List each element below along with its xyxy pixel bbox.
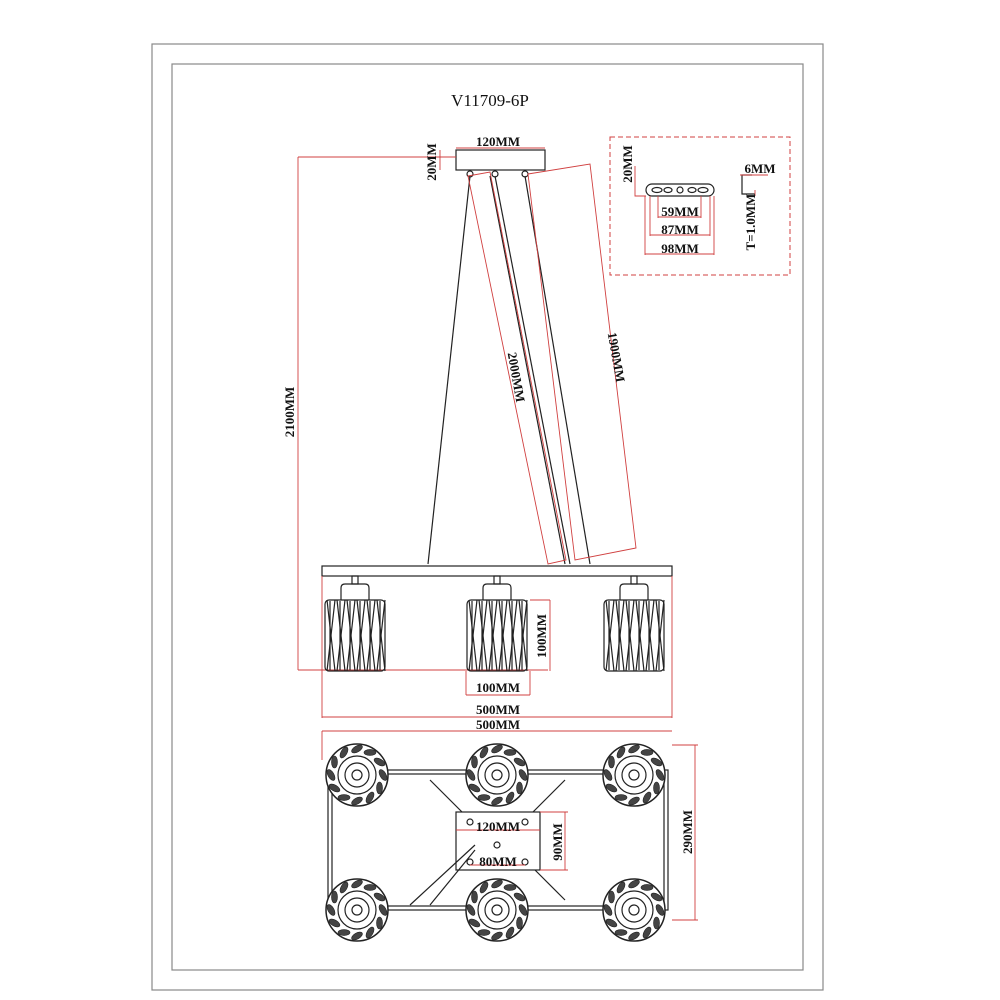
shade-plan	[465, 878, 529, 942]
cable-length-a-label: 2000MM	[505, 351, 529, 403]
mounting-bar	[321, 565, 673, 577]
shade-plan	[465, 743, 529, 807]
cable-dimension-2000	[467, 171, 567, 565]
shades-elevation	[324, 575, 665, 672]
shade-plan	[325, 878, 389, 942]
plate-height-label: 90MM	[550, 823, 565, 861]
bracket-thickness-label: T=1.0MM	[743, 194, 758, 251]
cable-length-b-label: 1900MM	[605, 331, 629, 383]
plate-width-label: 120MM	[476, 819, 520, 834]
shades-plan	[325, 743, 666, 942]
plan-dimensions	[321, 731, 698, 921]
shade-plan	[602, 743, 666, 807]
drawing-title: V11709-6P	[451, 91, 529, 110]
shade-width-label: 100MM	[476, 680, 520, 695]
shade-plan	[325, 743, 389, 807]
bracket-inner-spacing-label: 59MM	[661, 204, 699, 219]
bracket-flange-label: 6MM	[744, 161, 775, 176]
shade-plan	[602, 878, 666, 942]
mounting-bracket	[645, 174, 755, 197]
shade-height-label: 100MM	[534, 614, 549, 658]
outer-border	[151, 43, 824, 991]
canopy-dimensions	[298, 147, 545, 170]
shade	[603, 575, 665, 672]
canopy-height-label: 20MM	[424, 143, 439, 181]
bracket-dimensions	[634, 166, 768, 255]
total-height-label: 2100MM	[282, 387, 297, 438]
cable-dimension-1900	[527, 163, 637, 561]
bracket-outer-spacing-label: 87MM	[661, 222, 699, 237]
shade-dimensions	[321, 576, 673, 718]
frame-depth-label: 290MM	[680, 810, 695, 854]
overall-length-label: 500MM	[476, 717, 520, 732]
bar-length-label: 500MM	[476, 702, 520, 717]
plate-hole-spacing-label: 80MM	[479, 854, 517, 869]
bracket-length-label: 98MM	[661, 241, 699, 256]
canopy	[455, 149, 546, 178]
canopy-width-label: 120MM	[476, 134, 520, 149]
bracket-height-label: 20MM	[620, 145, 635, 183]
inner-border	[171, 63, 804, 971]
shade	[466, 575, 528, 672]
shade	[324, 575, 386, 672]
bracket-detail-frame	[609, 136, 791, 276]
